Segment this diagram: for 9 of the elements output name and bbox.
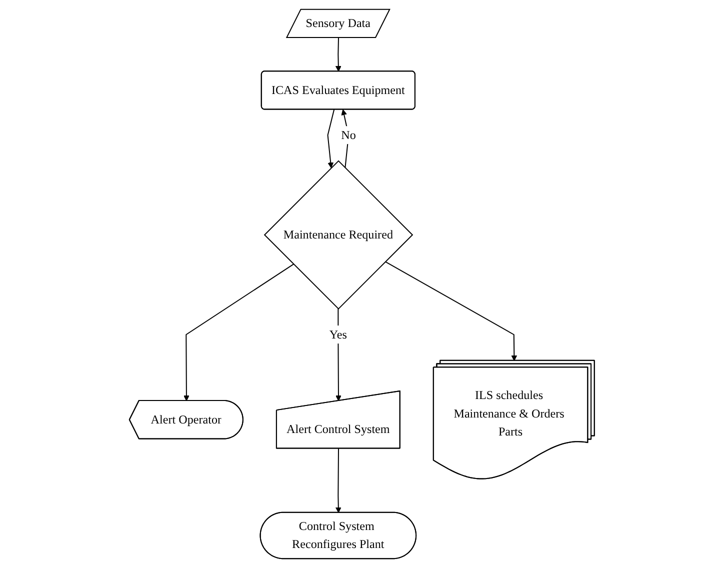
edge-label: Yes xyxy=(329,328,347,341)
arrow xyxy=(335,38,341,72)
arrow xyxy=(335,308,342,402)
arrow xyxy=(384,261,517,362)
arrow xyxy=(183,264,294,402)
edge-label: No xyxy=(340,128,356,142)
node-diamond: Maintenance Required xyxy=(264,160,413,310)
arrow xyxy=(335,448,341,513)
arrow xyxy=(326,110,334,168)
